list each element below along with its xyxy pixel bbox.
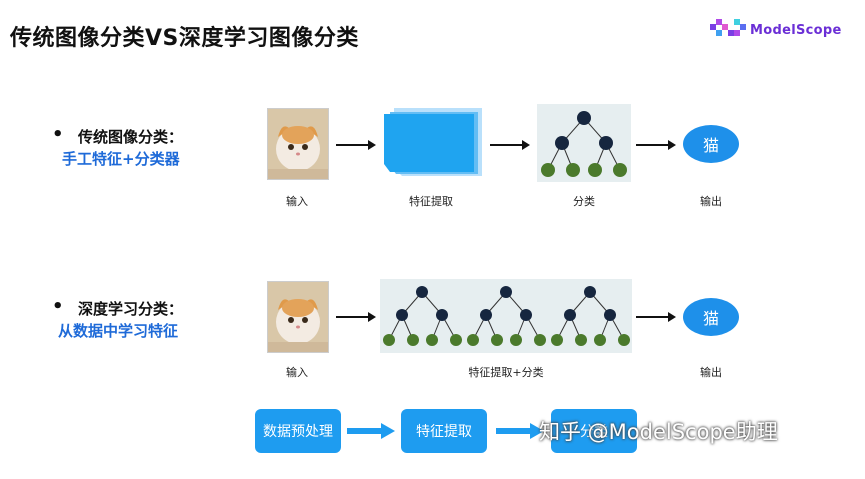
- deep-trees-panel: [380, 279, 632, 353]
- step-preprocessing: 数据预处理: [255, 409, 341, 453]
- bullet-deep: •: [52, 296, 64, 317]
- modelscope-logo: ModelScope: [710, 19, 842, 41]
- feature-maps-stack-icon: [384, 108, 482, 176]
- step-feature-extraction: 特征提取: [401, 409, 487, 453]
- arrow-right-icon: [347, 423, 395, 439]
- page-title: 传统图像分类VS深度学习图像分类: [10, 26, 359, 51]
- traditional-heading: 传统图像分类：: [78, 128, 184, 146]
- cat-image-input-2: [267, 281, 329, 353]
- label-output-1: 输出: [700, 195, 722, 208]
- arrow-icon: [636, 312, 676, 322]
- watermark: 知乎 @ModelScope助理: [539, 420, 778, 444]
- label-input-2: 输入: [286, 366, 308, 379]
- decision-tree-panel: [537, 104, 631, 182]
- bullet-traditional: •: [52, 124, 64, 145]
- label-feature-classify: 特征提取+分类: [468, 366, 544, 379]
- label-classify: 分类: [573, 195, 595, 208]
- deep-heading: 深度学习分类：: [78, 300, 184, 318]
- label-feature-extraction: 特征提取: [409, 195, 453, 208]
- cat-image-input: [267, 108, 329, 180]
- arrow-right-icon: [496, 423, 544, 439]
- deep-decision-trees-icon: [383, 286, 630, 346]
- arrow-icon: [636, 140, 676, 150]
- arrow-icon: [490, 140, 530, 150]
- arrow-icon: [336, 312, 376, 322]
- modelscope-logo-icon: [710, 19, 746, 36]
- output-cat-badge: 猫: [683, 125, 739, 163]
- arrow-icon: [336, 140, 376, 150]
- traditional-subheading: 手工特征+分类器: [62, 150, 180, 168]
- deep-subheading: 从数据中学习特征: [58, 322, 179, 340]
- decision-tree-icon: [541, 111, 627, 177]
- logo-text: ModelScope: [750, 22, 842, 38]
- output-cat-badge-2: 猫: [683, 298, 739, 336]
- label-input-1: 输入: [286, 195, 308, 208]
- label-output-2: 输出: [700, 366, 722, 379]
- step-classify: 分类: [551, 409, 637, 453]
